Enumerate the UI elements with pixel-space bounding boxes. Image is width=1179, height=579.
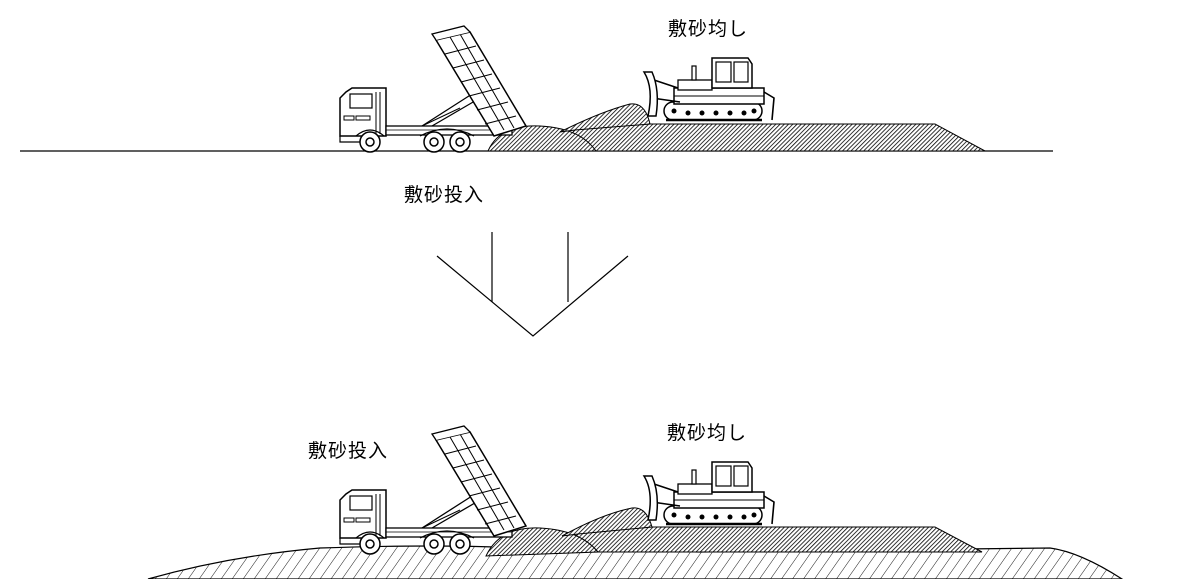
bulldozer [642,56,776,122]
dump-truck-bed [431,25,527,137]
label-dumping-top: 敷砂投入 [404,184,485,206]
bulldozer [642,460,776,526]
label-spreading-bottom: 敷砂均し [667,422,748,444]
label-spreading-top: 敷砂均し [668,18,749,40]
transition-arrow [436,232,629,337]
label-dumping-bottom: 敷砂投入 [308,440,389,462]
pushed-sand-pile [561,507,653,537]
top-panel [20,25,1053,153]
sand-pile [487,125,597,152]
bottom-panel [147,425,1124,579]
pushed-sand-pile [559,103,651,133]
